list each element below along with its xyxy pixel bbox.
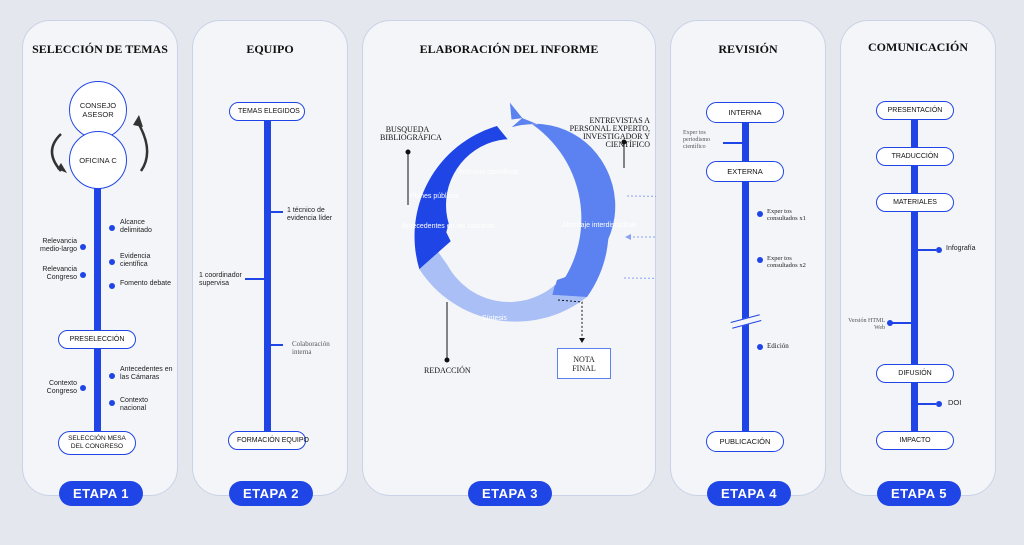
dot-relevancia-congreso xyxy=(80,272,86,278)
report-cycle-diagram: Artículos científicos Planes públicos An… xyxy=(402,102,656,363)
tick-coordinador xyxy=(245,278,264,280)
publicacion-node[interactable]: PUBLICACIÓN xyxy=(706,431,784,452)
impacto-node[interactable]: IMPACTO xyxy=(876,431,954,450)
label-expertos-x1: Exper tos consultados x1 xyxy=(767,208,806,222)
label-antecedentes: Antecedentes en las Cámaras xyxy=(120,366,173,381)
interna-node[interactable]: INTERNA xyxy=(706,102,784,123)
label-version: Versión HTML Web xyxy=(848,318,885,331)
stage5-timeline xyxy=(911,116,918,441)
label-colaboracion: Colaboración interna xyxy=(292,340,330,356)
dot-infografia xyxy=(936,247,942,253)
label-contexto-nacional: Contexto nacional xyxy=(120,397,149,412)
label-periodismo: Exper tos periodismo científico xyxy=(683,130,710,150)
stage2-timeline xyxy=(264,111,271,441)
stage4-timeline xyxy=(742,116,749,441)
tick-infografia xyxy=(918,249,936,251)
label-nota-final: NOTA FINAL xyxy=(572,354,596,373)
etapa-2-badge[interactable]: ETAPA 2 xyxy=(229,481,313,506)
tick-tecnico xyxy=(271,211,283,213)
dot-evidencia xyxy=(109,259,115,265)
label-fomento: Fomento debate xyxy=(120,280,171,287)
label-tecnico: 1 técnico de evidencia líder xyxy=(287,207,333,222)
stage2-panel: EQUIPO TEMAS ELEGIDOS 1 técnico de evide… xyxy=(192,20,348,506)
stage5-title: COMUNICACIÓN xyxy=(868,40,968,54)
stage3-title: ELABORACIÓN DEL INFORME xyxy=(419,42,599,56)
dot-antecedentes xyxy=(109,373,115,379)
tick-version xyxy=(891,322,911,324)
label-edicion: Edición xyxy=(767,342,789,350)
etapa-5-badge[interactable]: ETAPA 5 xyxy=(877,481,961,506)
label-contexto-congreso: Contexto Congreso xyxy=(46,380,77,395)
dot-fomento xyxy=(109,283,115,289)
label-abordaje: Abordaje interdisciplinar xyxy=(562,222,637,229)
label-entrevistas: ENTREVISTAS A PERSONAL EXPERTO, INVESTIG… xyxy=(569,116,650,149)
temas-elegidos-node[interactable]: TEMAS ELEGIDOS xyxy=(229,102,305,121)
stage1-timeline xyxy=(94,166,101,441)
label-alcance: Alcance delimitado xyxy=(120,219,152,234)
label-infografia: Infografía xyxy=(946,245,976,252)
label-coordinador: 1 coordinador supervisa xyxy=(199,272,242,287)
traduccion-node[interactable]: TRADUCCIÓN xyxy=(876,147,954,166)
seleccion-mesa-node[interactable]: SELECCIÓN MESA DEL CONGRESO xyxy=(58,431,136,455)
formacion-equipo-node[interactable]: FORMACIÓN EQUIPO xyxy=(228,431,309,450)
stage4-title: REVISIÓN xyxy=(718,42,778,56)
tick-doi xyxy=(918,403,936,405)
dot-expertos-x2 xyxy=(757,257,763,263)
dot-doi xyxy=(936,401,942,407)
etapa-3-badge[interactable]: ETAPA 3 xyxy=(468,481,552,506)
etapa-1-badge[interactable]: ETAPA 1 xyxy=(59,481,143,506)
stage5-panel: COMUNICACIÓN PRESENTACIÓN TRADUCCIÓN MAT… xyxy=(840,20,996,506)
preseleccion-node[interactable]: PRESELECCIÓN xyxy=(58,330,136,349)
label-sintesis: Síntesis xyxy=(482,315,507,322)
nota-final-box[interactable]: NOTA FINAL xyxy=(557,348,611,379)
difusion-node[interactable]: DIFUSIÓN xyxy=(876,364,954,383)
tick-periodismo xyxy=(723,142,742,144)
label-expertos-x2: Exper tos consultados x2 xyxy=(767,255,806,269)
label-articulos: Artículos científicos xyxy=(458,169,519,176)
dot-relevancia-medio xyxy=(80,244,86,250)
dot-expertos-x1 xyxy=(757,211,763,217)
label-redaccion: REDACCIÓN xyxy=(424,366,471,375)
stage2-title: EQUIPO xyxy=(246,42,294,56)
label-relevancia-congreso: Relevancia Congreso xyxy=(42,266,77,281)
oficina-c-node[interactable]: OFICINA C xyxy=(69,131,127,189)
label-planes: Planes públicos xyxy=(410,193,460,200)
consejo-asesor-node[interactable]: CONSEJO ASESOR xyxy=(69,81,127,139)
label-doi: DOI xyxy=(948,398,962,407)
label-antecedentes-camaras: Antecedentes en las cámaras xyxy=(402,223,495,230)
dot-contexto-nacional xyxy=(109,400,115,406)
cycle-arrows-icon xyxy=(50,115,149,173)
stage1-panel: SELECCIÓN DE TEMAS CONSEJO ASESOR OFICIN… xyxy=(22,20,178,506)
dot-edicion xyxy=(757,344,763,350)
dot-version xyxy=(887,320,893,326)
dot-contexto-congreso xyxy=(80,385,86,391)
stage4-panel: REVISIÓN INTERNA Exper tos periodismo ci… xyxy=(670,20,826,506)
presentacion-node[interactable]: PRESENTACIÓN xyxy=(876,101,954,120)
stage1-title: SELECCIÓN DE TEMAS xyxy=(32,42,168,56)
segment-sintesis[interactable] xyxy=(419,240,587,322)
label-relevancia-medio: Relevancia medio-largo xyxy=(40,238,77,253)
label-evidencia: Evidencia científica xyxy=(120,253,151,268)
label-busqueda: BUSQUEDA BIBLIOGRÁFICA xyxy=(380,125,442,142)
externa-node[interactable]: EXTERNA xyxy=(706,161,784,182)
etapa-4-badge[interactable]: ETAPA 4 xyxy=(707,481,791,506)
materiales-node[interactable]: MATERIALES xyxy=(876,193,954,212)
tick-colaboracion xyxy=(271,344,283,346)
dot-alcance xyxy=(109,225,115,231)
